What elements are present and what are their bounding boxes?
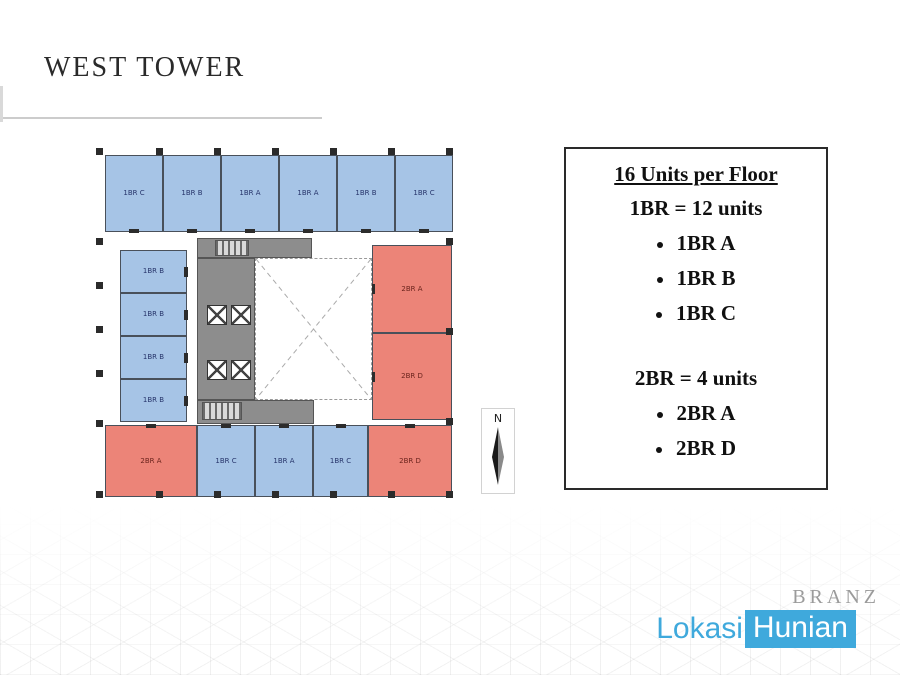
bullet-icon	[655, 447, 662, 454]
unit-1br: 1BR A	[221, 155, 279, 233]
unit-2br: 2BR D	[371, 333, 452, 420]
north-compass: N	[481, 408, 515, 494]
legend-item: 1BR B	[566, 266, 826, 291]
legend-item-label: 2BR D	[675, 436, 737, 460]
floor-plan: 1BR C 1BR B 1BR A 1BR A 1BR B 1BR C 1BR …	[90, 142, 462, 502]
column	[388, 148, 395, 155]
elevator-shaft	[207, 360, 227, 380]
legend-item: 1BR C	[566, 301, 826, 326]
background-pattern	[0, 505, 900, 675]
page-title: WEST TOWER	[44, 52, 246, 83]
elevator-shaft	[231, 360, 251, 380]
column	[156, 148, 163, 155]
unit-1br: 1BR A	[279, 155, 337, 233]
column	[96, 370, 103, 377]
column	[96, 282, 103, 289]
unit-2br: 2BR D	[368, 424, 452, 497]
legend-item: 2BR D	[566, 436, 826, 461]
legend-item-label: 1BR A	[676, 231, 736, 255]
left-edge-mark	[0, 86, 3, 122]
column	[96, 148, 103, 155]
stairs-top	[215, 240, 249, 256]
unit-2br: 2BR A	[371, 245, 452, 333]
column	[96, 326, 103, 333]
unit-2br: 2BR A	[105, 424, 197, 497]
column	[388, 491, 395, 498]
column	[446, 328, 453, 335]
legend-item: 2BR A	[566, 401, 826, 426]
unit-1br: 1BR C	[197, 424, 255, 497]
bullet-icon	[656, 412, 663, 419]
watermark-lokasi: Lokasi	[656, 612, 743, 645]
bullet-icon	[655, 312, 662, 319]
unit-1br: 1BR C	[395, 155, 453, 233]
column	[446, 418, 453, 425]
unit-1br: 1BR C	[313, 424, 368, 497]
void-cross-icon	[255, 258, 372, 400]
column	[330, 148, 337, 155]
column	[330, 491, 337, 498]
bullet-icon	[656, 277, 663, 284]
unit-1br: 1BR A	[255, 424, 313, 497]
legend-item-label: 1BR B	[676, 266, 736, 290]
column	[96, 420, 103, 427]
legend-title: 16 Units per Floor	[614, 162, 778, 186]
title-underline	[0, 117, 322, 119]
legend-box: 16 Units per Floor 1BR = 12 units 1BR A …	[564, 147, 828, 490]
bullet-icon	[656, 242, 663, 249]
unit-1br: 1BR C	[105, 155, 163, 233]
elevator-shaft	[231, 305, 251, 325]
column	[96, 491, 103, 498]
column	[446, 148, 453, 155]
compass-n-label: N	[493, 412, 503, 425]
unit-1br: 1BR B	[120, 293, 188, 336]
north-arrow-icon	[492, 427, 504, 485]
legend-heading-1br: 1BR = 12 units	[629, 196, 763, 220]
column	[96, 238, 103, 245]
legend-item-label: 1BR C	[675, 301, 737, 325]
legend-item: 1BR A	[566, 231, 826, 256]
column	[156, 491, 163, 498]
unit-1br: 1BR B	[120, 336, 188, 379]
unit-1br: 1BR B	[120, 379, 188, 422]
legend-heading-2br: 2BR = 4 units	[634, 366, 758, 390]
column	[214, 491, 221, 498]
column	[272, 491, 279, 498]
column	[272, 148, 279, 155]
watermark-hunian: Hunian	[744, 610, 856, 648]
stairs-bottom	[202, 402, 242, 420]
column	[446, 238, 453, 245]
unit-1br: 1BR B	[120, 250, 188, 293]
column	[446, 491, 453, 498]
column	[214, 148, 221, 155]
branz-logo: BRANZ	[792, 586, 880, 608]
unit-1br: 1BR B	[163, 155, 221, 233]
legend-item-label: 2BR A	[676, 401, 736, 425]
void-atrium	[255, 258, 372, 400]
unit-1br: 1BR B	[337, 155, 395, 233]
elevator-shaft	[207, 305, 227, 325]
